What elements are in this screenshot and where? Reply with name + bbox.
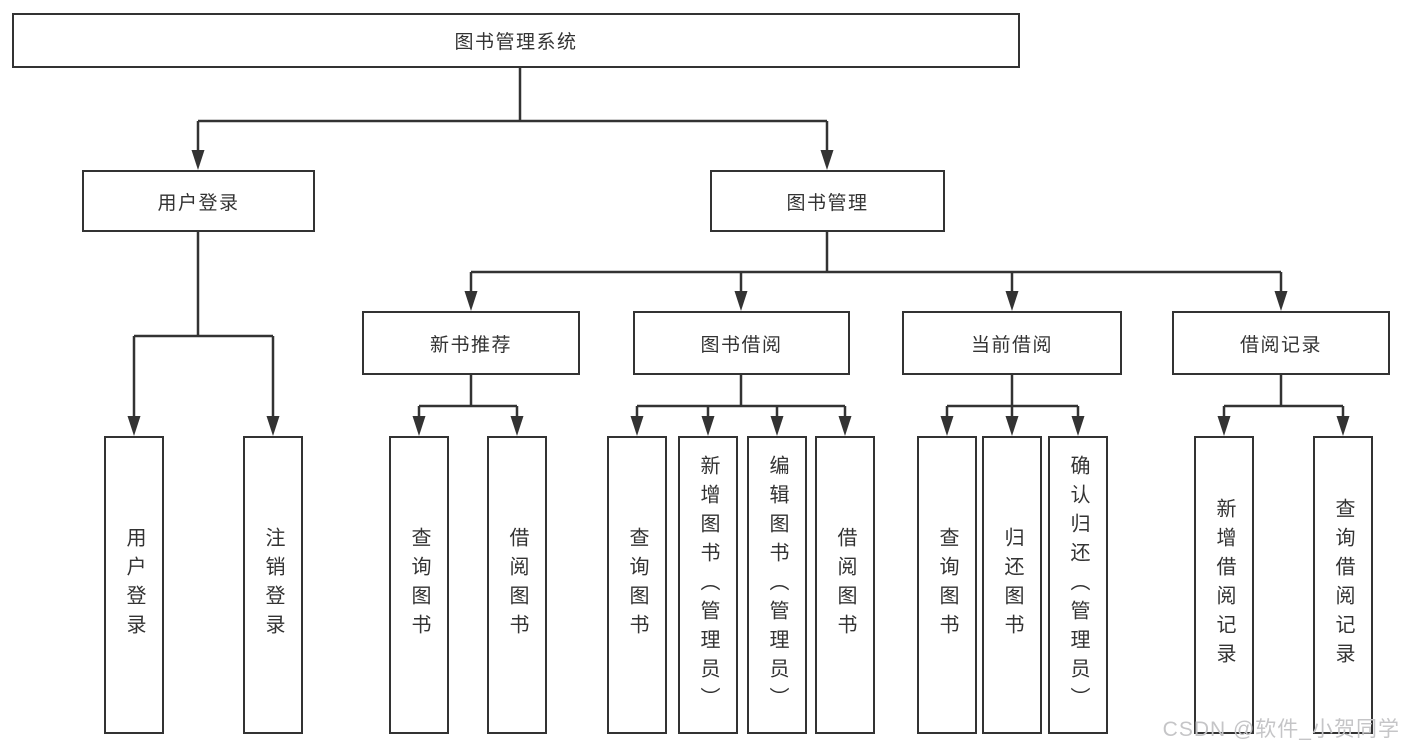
connector-current-borrow-to-leaves bbox=[940, 375, 1085, 436]
leaf-borrow-books: 借阅图书 bbox=[487, 436, 547, 734]
arrowhead bbox=[464, 291, 478, 311]
leaf-query-borrow-record-label: 查询借阅记录 bbox=[1332, 498, 1354, 672]
arrowhead bbox=[191, 150, 205, 170]
node-book-borrow: 图书借阅 bbox=[633, 311, 850, 375]
csdn-watermark: CSDN @软件_小贺同学 bbox=[1162, 718, 1400, 741]
node-root-system: 图书管理系统 bbox=[12, 13, 1020, 68]
arrowhead bbox=[838, 416, 852, 436]
arrowhead bbox=[1071, 416, 1085, 436]
leaf-query-books-label: 查询图书 bbox=[936, 527, 958, 643]
arrowhead bbox=[510, 416, 524, 436]
leaf-query-books: 查询图书 bbox=[607, 436, 667, 734]
connector-book-borrow-to-leaves bbox=[630, 375, 852, 436]
connector-new-book-recommend-to-leaves bbox=[412, 375, 524, 436]
arrowhead bbox=[1005, 291, 1019, 311]
leaf-add-book-admin: 新增图书（管理员） bbox=[678, 436, 738, 734]
arrowhead bbox=[734, 291, 748, 311]
leaf-return-books-label: 归还图书 bbox=[1001, 527, 1023, 643]
arrowhead bbox=[1336, 416, 1350, 436]
arrowhead bbox=[1005, 416, 1019, 436]
leaf-add-borrow-record: 新增借阅记录 bbox=[1194, 436, 1254, 734]
node-borrow-records-label: 借阅记录 bbox=[1239, 334, 1322, 356]
leaf-borrow-books: 借阅图书 bbox=[815, 436, 875, 734]
leaf-borrow-books-label: 借阅图书 bbox=[506, 527, 528, 643]
arrowhead bbox=[1217, 416, 1231, 436]
arrowhead bbox=[127, 416, 141, 436]
node-borrow-records: 借阅记录 bbox=[1172, 311, 1390, 375]
leaf-logout-label: 注销登录 bbox=[262, 527, 284, 643]
leaf-edit-book-admin: 编辑图书（管理员） bbox=[747, 436, 807, 734]
node-book-management: 图书管理 bbox=[710, 170, 945, 232]
arrowhead bbox=[701, 416, 715, 436]
leaf-confirm-return-admin: 确认归还（管理员） bbox=[1048, 436, 1108, 734]
leaf-add-book-admin-label: 新增图书（管理员） bbox=[697, 454, 719, 716]
leaf-confirm-return-admin-label: 确认归还（管理员） bbox=[1067, 454, 1089, 716]
connector-root-to-level1 bbox=[191, 68, 834, 170]
leaf-query-books-label: 查询图书 bbox=[408, 527, 430, 643]
node-current-borrow: 当前借阅 bbox=[902, 311, 1122, 375]
arrowhead bbox=[820, 150, 834, 170]
node-root-system-label: 图书管理系统 bbox=[454, 32, 578, 53]
arrowhead bbox=[630, 416, 644, 436]
connector-user-login-to-leaves bbox=[127, 232, 280, 436]
leaf-logout: 注销登录 bbox=[243, 436, 303, 734]
leaf-query-borrow-record: 查询借阅记录 bbox=[1313, 436, 1373, 734]
arrowhead bbox=[940, 416, 954, 436]
node-current-borrow-label: 当前借阅 bbox=[970, 334, 1053, 356]
node-new-book-recommend-label: 新书推荐 bbox=[429, 334, 512, 356]
leaf-query-books: 查询图书 bbox=[389, 436, 449, 734]
leaf-query-books: 查询图书 bbox=[917, 436, 977, 734]
node-book-borrow-label: 图书借阅 bbox=[700, 334, 783, 356]
leaf-edit-book-admin-label: 编辑图书（管理员） bbox=[766, 454, 788, 716]
connector-book-management-to-level2 bbox=[464, 232, 1288, 311]
arrowhead bbox=[266, 416, 280, 436]
leaf-user-login: 用户登录 bbox=[104, 436, 164, 734]
leaf-add-borrow-record-label: 新增借阅记录 bbox=[1213, 498, 1235, 672]
leaf-return-books: 归还图书 bbox=[982, 436, 1042, 734]
leaf-query-books-label: 查询图书 bbox=[626, 527, 648, 643]
arrowhead bbox=[770, 416, 784, 436]
node-user-login-label: 用户登录 bbox=[157, 192, 240, 214]
connector-borrow-records-to-leaves bbox=[1217, 375, 1350, 436]
leaf-borrow-books-label: 借阅图书 bbox=[834, 527, 856, 643]
node-new-book-recommend: 新书推荐 bbox=[362, 311, 580, 375]
node-book-management-label: 图书管理 bbox=[786, 192, 869, 214]
arrowhead bbox=[1274, 291, 1288, 311]
arrowhead bbox=[412, 416, 426, 436]
leaf-user-login-label: 用户登录 bbox=[123, 527, 145, 643]
node-user-login: 用户登录 bbox=[82, 170, 315, 232]
